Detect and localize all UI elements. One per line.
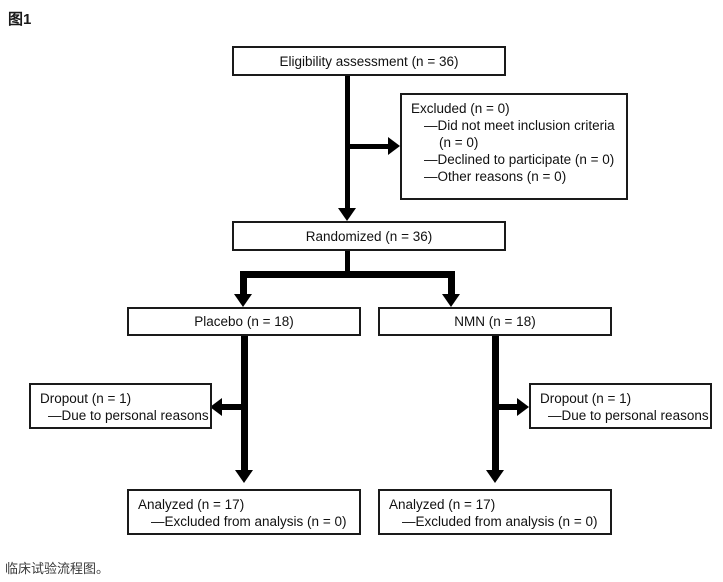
node-randomized-label: Randomized (n = 36) xyxy=(305,228,433,244)
connector-split-bar xyxy=(240,271,455,278)
node-dropout-right: Dropout (n = 1) —Due to personal reasons xyxy=(529,383,712,429)
dropout-right-line-1: Dropout (n = 1) xyxy=(540,391,632,406)
arrowhead-into-analyzed-right xyxy=(486,470,504,483)
excluded-line-5: —Other reasons (n = 0) xyxy=(424,169,567,184)
connector-to-dropout-right xyxy=(497,404,519,410)
analyzed-left-line-1: Analyzed (n = 17) xyxy=(138,497,245,512)
connector-eligibility-to-randomized xyxy=(345,76,350,213)
dropout-left-line-1: Dropout (n = 1) xyxy=(40,391,132,406)
connector-to-excluded xyxy=(349,144,391,149)
excluded-line-3: (n = 0) xyxy=(439,135,479,150)
connector-placebo-to-analyzed xyxy=(241,336,248,476)
arrowhead-into-randomized xyxy=(338,208,356,221)
arrowhead-into-placebo xyxy=(234,294,252,307)
node-placebo: Placebo (n = 18) xyxy=(127,307,361,336)
analyzed-left-line-2: —Excluded from analysis (n = 0) xyxy=(151,514,347,529)
arrowhead-into-analyzed-left xyxy=(235,470,253,483)
arrowhead-into-dropout-right xyxy=(517,398,529,416)
arrowhead-into-excluded xyxy=(388,137,400,155)
analyzed-right-line-2: —Excluded from analysis (n = 0) xyxy=(402,514,598,529)
node-excluded: Excluded (n = 0) —Did not meet inclusion… xyxy=(400,93,628,200)
node-nmn: NMN (n = 18) xyxy=(378,307,612,336)
dropout-left-line-2: —Due to personal reasons xyxy=(48,408,209,423)
dropout-right-line-2: —Due to personal reasons xyxy=(548,408,709,423)
node-nmn-label: NMN (n = 18) xyxy=(454,314,536,329)
excluded-line-2: —Did not meet inclusion criteria xyxy=(424,118,615,133)
figure-caption: 临床试验流程图。 xyxy=(5,561,110,576)
connector-split-right-drop xyxy=(448,271,455,299)
node-eligibility-label: Eligibility assessment (n = 36) xyxy=(279,53,459,69)
connector-nmn-to-analyzed xyxy=(492,336,499,476)
node-placebo-label: Placebo (n = 18) xyxy=(194,314,294,329)
excluded-line-1: Excluded (n = 0) xyxy=(411,101,510,116)
analyzed-right-line-1: Analyzed (n = 17) xyxy=(389,497,496,512)
connector-split-left-drop xyxy=(240,271,247,299)
excluded-line-4: —Declined to participate (n = 0) xyxy=(424,152,615,167)
figure-title: 图1 xyxy=(8,11,32,28)
arrowhead-into-nmn xyxy=(442,294,460,307)
arrowhead-into-dropout-left xyxy=(210,398,222,416)
connector-to-dropout-left xyxy=(222,404,244,410)
node-eligibility-assessment: Eligibility assessment (n = 36) xyxy=(232,46,506,76)
node-analyzed-left: Analyzed (n = 17) —Excluded from analysi… xyxy=(127,489,361,535)
node-analyzed-right: Analyzed (n = 17) —Excluded from analysi… xyxy=(378,489,612,535)
connector-randomized-stub xyxy=(345,251,350,273)
node-dropout-left: Dropout (n = 1) —Due to personal reasons xyxy=(29,383,212,429)
node-randomized: Randomized (n = 36) xyxy=(232,221,506,251)
